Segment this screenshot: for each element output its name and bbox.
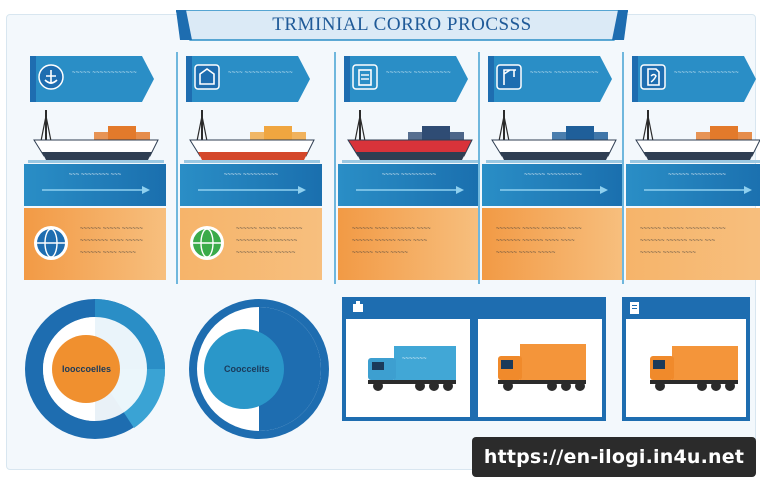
circle-right-label: Cooccelits [224, 364, 270, 374]
step-band: ~~~~~~ ~~~~~~~~~~ [482, 164, 624, 206]
cargo-ship [342, 110, 478, 163]
step-tag-text: ~~~~ ~~~~~~~~~~~~~ [228, 70, 293, 76]
globe-icon [32, 224, 70, 262]
step-panel-line: ~~~~~~ ~~~~~~ ~~~~ ~~~~ [352, 238, 428, 244]
step-band-text: ~~~~~~ ~~~~~~~~~~ [668, 172, 726, 178]
step-band-text: ~~~ ~~~~~~~~ ~~~ [68, 172, 122, 178]
anchor-icon [38, 64, 64, 90]
process-column-2: ~~~~ ~~~~~~~~~~~~~ ~~~~~ ~~~~~~~~~~ ~~~~~~… [180, 52, 322, 284]
step-tag: ~~~~~~ ~~~~~~~~~~~ [632, 56, 756, 102]
clipboard-icon [352, 64, 378, 90]
column-separator [622, 52, 624, 284]
truck-2 [498, 344, 586, 391]
arrow-right-icon [644, 186, 752, 194]
warehouse-icon [194, 64, 220, 90]
cargo-circle-right [189, 299, 329, 439]
cargo-ship [486, 110, 622, 163]
arrow-right-icon [356, 186, 464, 194]
step-tag-text: ~~~~~ ~~~~~~~~~~~~ [72, 70, 137, 76]
step-band-text: ~~~~~ ~~~~~~~~~~ [223, 172, 279, 178]
step-band: ~~~ ~~~~~~~~ ~~~ [24, 164, 166, 206]
step-panel-line: ~~~~~~~ ~~~~~~ ~~~~ ~~~~ [496, 238, 575, 244]
step-tag-text: ~~~~~~~ ~~~~~~~~~~ [386, 70, 451, 76]
arrow-right-icon [198, 186, 306, 194]
page-title: TRMINIAL CORRO PROCSSS [272, 14, 532, 35]
step-panel-line: ~~~~~~ ~~~~ ~~~~~ [80, 250, 136, 256]
watermark-url: https://en-ilogi.in4u.net [483, 446, 745, 468]
step-band: ~~~~~~ ~~~~~~~~~~ [626, 164, 760, 206]
step-tag: ~~~~~ ~~~~~~~~~~~~ [30, 56, 154, 102]
step-panel: ~~~~~~ ~~~~~ ~~~~~~ ~~~~~~~~ ~~~~ ~~~~~ ~~… [24, 208, 166, 280]
crane-icon [496, 64, 522, 90]
step-panel-line: ~~~~~~ ~~~~~ ~~~~~ [496, 250, 556, 256]
truck-1-label: ~~~~~~~ [402, 356, 427, 362]
step-panel-line: ~~~~~~ ~~~~~ ~~~~ [640, 250, 696, 256]
step-band-text: ~~~~~ ~~~~~~~~~~ [381, 172, 437, 178]
process-column-5: ~~~~~~ ~~~~~~~~~~~ ~~~~~~ ~~~~~~~~~~ ~~~~~… [626, 52, 760, 284]
process-column-3: ~~~~~~~ ~~~~~~~~~~ ~~~~~ ~~~~~~~~~~ ~~~~~~… [338, 52, 480, 284]
step-panel-line: ~~~~~~ ~~~~~ ~~~~~~ [80, 226, 143, 232]
step-band: ~~~~~ ~~~~~~~~~~ [180, 164, 322, 206]
step-panel: ~~~~~~~ ~~~~~ ~~~~~~~ ~~~~ ~~~~~~~ ~~~~~~… [482, 208, 624, 280]
step-tag-text: ~~~~~~ ~~~~~~~~~~~ [674, 70, 739, 76]
truck-3 [650, 346, 738, 391]
step-panel: ~~~~~~ ~~~~~ ~~~~~~~ ~~~~~~~~~ ~~~~~~~~ ~~… [180, 208, 322, 280]
truck-1 [368, 346, 456, 391]
step-tag: ~~~~~~ ~~~~~~~~~~~~ [488, 56, 612, 102]
circle-left-label: Iooccoelles [62, 364, 112, 374]
column-separator [334, 52, 336, 284]
title-ribbon [176, 10, 628, 41]
step-tag: ~~~~~~~ ~~~~~~~~~~ [344, 56, 468, 102]
step-panel-line: ~~~~~~~~ ~~~~ ~~~~~ [80, 238, 143, 244]
document-icon [640, 64, 666, 90]
step-panel-line: ~~~~~~~ ~~~~~ ~~~~~~~ ~~~~ [496, 226, 582, 232]
globe-icon [188, 224, 226, 262]
arrow-right-icon [500, 186, 608, 194]
step-panel-line: ~~~~~~~ ~~~~~~ ~~~~ ~~~ [640, 238, 716, 244]
column-separator [176, 52, 178, 284]
cargo-ship [630, 110, 760, 163]
step-band: ~~~~~ ~~~~~~~~~~ [338, 164, 480, 206]
step-panel-line: ~~~~~~ ~~~~~ ~~~~~~~ [236, 226, 303, 232]
cargo-ship [184, 110, 320, 163]
process-column-1: ~~~~~ ~~~~~~~~~~~~ ~~~ ~~~~~~~~ ~~~ ~~~~~~… [24, 52, 166, 284]
arrow-right-icon [42, 186, 150, 194]
column-separator [478, 52, 480, 284]
box-icon [353, 301, 363, 312]
document-icon [630, 302, 639, 314]
step-band-text: ~~~~~~ ~~~~~~~~~~ [524, 172, 582, 178]
step-panel-line: ~~~~~~ ~~~~ ~~~~~~~ ~~~~ [352, 226, 431, 232]
title-banner: TRMINIAL CORRO PROCSSS [176, 10, 628, 44]
step-tag-text: ~~~~~~ ~~~~~~~~~~~~ [530, 70, 599, 76]
step-panel-line: ~~~~~~ ~~~~ ~~~~~~ [236, 250, 296, 256]
watermark-banner: https://en-ilogi.in4u.net [472, 437, 756, 477]
step-tag: ~~~~ ~~~~~~~~~~~~~ [186, 56, 310, 102]
step-panel: ~~~~~~ ~~~~ ~~~~~~~ ~~~~ ~~~~~~ ~~~~~~ ~~… [338, 208, 480, 280]
cargo-circle-left [25, 299, 166, 439]
step-panel: ~~~~~~ ~~~~~~ ~~~~~~~ ~~~~ ~~~~~~~ ~~~~~~… [626, 208, 760, 280]
process-column-4: ~~~~~~ ~~~~~~~~~~~~ ~~~~~~ ~~~~~~~~~~ ~~~~… [482, 52, 624, 284]
step-panel-line: ~~~~~~ ~~~~ ~~~~~ [352, 250, 408, 256]
step-panel-line: ~~~~~~~~~ ~~~~~~~~ [236, 238, 298, 244]
cargo-ship [28, 110, 164, 163]
step-panel-line: ~~~~~~ ~~~~~~ ~~~~~~~ ~~~~ [640, 226, 726, 232]
